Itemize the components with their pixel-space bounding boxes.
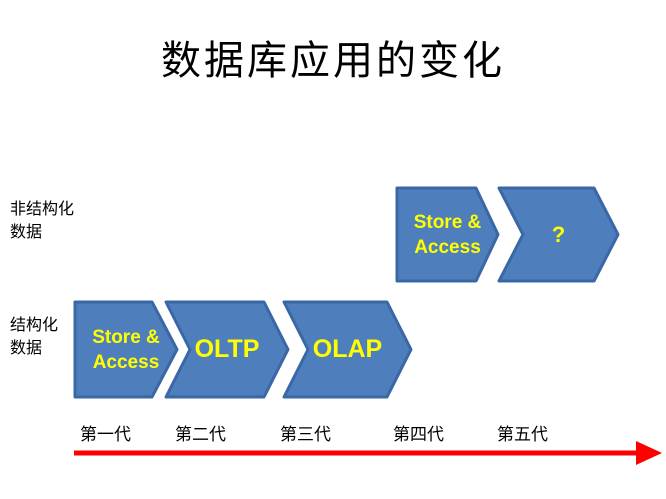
generation-label-5: 第五代 <box>497 425 548 444</box>
pentagon-arrow-icon <box>395 186 500 283</box>
process-shape-gen1: Store & Access <box>73 300 179 399</box>
timeline-arrow-icon <box>74 441 662 465</box>
generation-label-3: 第三代 <box>280 425 331 444</box>
chevron-arrow-icon <box>282 300 413 399</box>
shape-label: OLAP <box>312 335 383 363</box>
process-shape-gen2: OLTP <box>164 300 290 399</box>
shape-label: Store & Access <box>413 211 482 258</box>
arrow-head <box>636 441 662 465</box>
generation-label-4: 第四代 <box>393 425 444 444</box>
row-label-unstructured-data: 非结构化 数据 <box>10 201 75 241</box>
chevron-arrow-icon <box>164 300 290 399</box>
slide-title: 数据库应用的变化 <box>161 38 505 83</box>
process-shape-gen5: ? <box>497 186 620 283</box>
generation-label-1: 第一代 <box>80 425 131 444</box>
shape-label: ? <box>551 221 566 247</box>
shape-label: Store & Access <box>92 326 160 373</box>
pentagon-arrow-icon <box>73 300 179 399</box>
chevron-arrow-icon <box>497 186 620 283</box>
shape-label: OLTP <box>194 335 260 363</box>
process-shape-gen3: OLAP <box>282 300 413 399</box>
generation-label-2: 第二代 <box>175 425 226 444</box>
row-label-structured-data: 结构化 数据 <box>10 317 59 357</box>
process-shape-gen4: Store & Access <box>395 186 500 283</box>
